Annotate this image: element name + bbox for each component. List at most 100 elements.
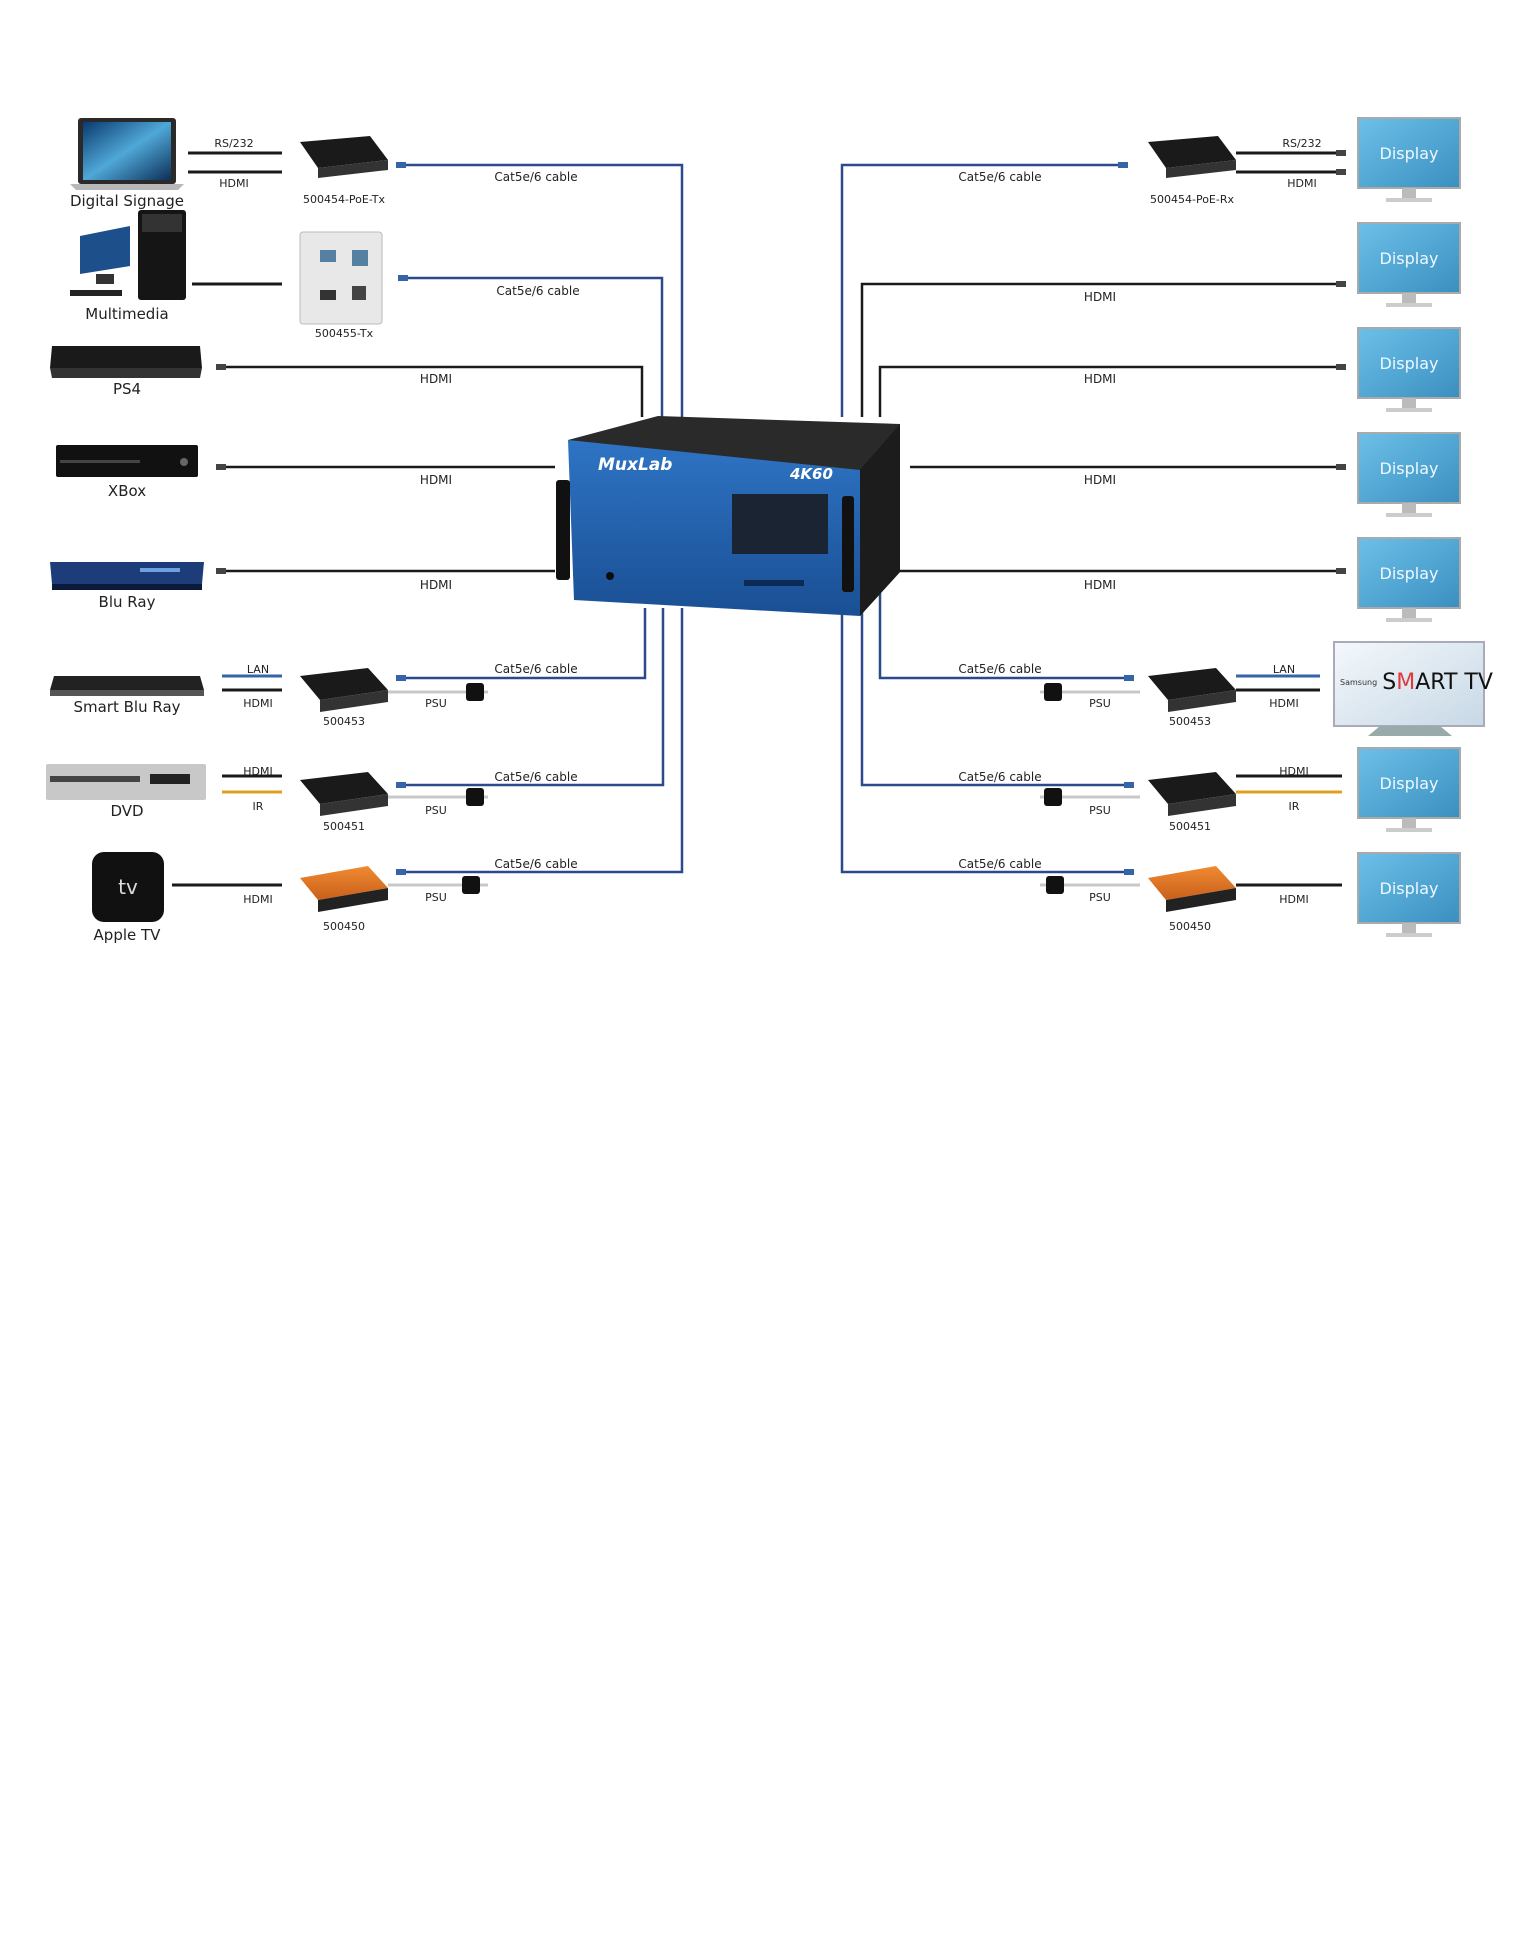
psu-label-left-2: PSU xyxy=(425,804,447,817)
display-4-label: Display xyxy=(1379,459,1439,478)
psu-label-right-2: PSU xyxy=(1089,804,1111,817)
apple-tv-icon: tv xyxy=(92,852,164,922)
cat-cable-r4 xyxy=(840,608,1128,874)
hdmi-label-right-5: HDMI xyxy=(1083,578,1117,592)
psu-brick xyxy=(462,876,480,894)
model-500451-tx-label: 500451 xyxy=(323,820,365,833)
hdmi-label-right-4: HDMI xyxy=(1083,473,1117,487)
display-5-icon xyxy=(1357,537,1461,622)
hdmi-label-right-2: HDMI xyxy=(1083,290,1117,304)
psu-brick xyxy=(466,683,484,701)
wallplate-500455-tx-icon xyxy=(299,231,383,325)
cat-label-left-4: Cat5e/6 cable xyxy=(494,770,578,784)
source-smart-bluray-label: Smart Blu Ray xyxy=(73,698,181,716)
model-500450-rx-label: 500450 xyxy=(1169,920,1211,933)
smart-bluray-player-icon xyxy=(50,676,204,696)
hdmi-label-right-smart: HDMI xyxy=(1269,697,1299,710)
model-500450-tx-label: 500450 xyxy=(323,920,365,933)
cat-label-left-1: Cat5e/6 cable xyxy=(494,170,578,184)
xbox-icon xyxy=(56,445,198,477)
ir-label-left: IR xyxy=(252,800,264,813)
source-bluray-label: Blu Ray xyxy=(98,593,156,611)
cat-label-left-5: Cat5e/6 cable xyxy=(494,857,578,871)
model-500454-tx-label: 500454-PoE-Tx xyxy=(302,193,386,206)
display-6-icon xyxy=(1357,747,1461,832)
display-7-label: Display xyxy=(1379,879,1439,898)
extender-500453-tx-icon xyxy=(300,668,388,712)
psu-label-left-1: PSU xyxy=(425,697,447,710)
display-7-icon xyxy=(1357,852,1461,937)
display-3-icon xyxy=(1357,327,1461,412)
extender-500450-rx-icon xyxy=(1148,866,1236,912)
cat-cable-r3 xyxy=(860,600,1128,787)
display-2-icon xyxy=(1357,222,1461,307)
cat-cable-l1 xyxy=(402,163,684,417)
cat-label-right-2: Cat5e/6 cable xyxy=(958,662,1042,676)
matrix-switch-icon xyxy=(556,416,900,616)
svg-text:tv: tv xyxy=(118,875,138,899)
cat-cables-left xyxy=(402,163,684,874)
smart-tv-icon xyxy=(1333,641,1485,736)
display-5-label: Display xyxy=(1379,564,1439,583)
source-xbox-label: XBox xyxy=(107,482,147,500)
lan-label-right: LAN xyxy=(1272,663,1296,676)
display-1-icon xyxy=(1357,117,1461,202)
model-500455-tx-label: 500455-Tx xyxy=(314,327,374,340)
hdmi-label-left-appletv: HDMI xyxy=(243,893,273,906)
hdmi-label-right-3: HDMI xyxy=(1083,372,1117,386)
source-dvd-label: DVD xyxy=(110,802,144,820)
hdmi-label-left-signage: HDMI xyxy=(219,177,249,190)
short-cables-right xyxy=(1040,151,1342,887)
cat-label-right-1: Cat5e/6 cable xyxy=(958,170,1042,184)
lan-label-left: LAN xyxy=(246,663,270,676)
hdmi-label-left-dvd: HDMI xyxy=(243,765,273,778)
cat-cable-l5 xyxy=(402,608,684,874)
hdmi-label-left-xbox: HDMI xyxy=(419,473,453,487)
laptop-icon xyxy=(70,118,184,190)
extender-500454-tx-icon xyxy=(300,136,388,178)
short-cables-left xyxy=(172,151,488,887)
cat-label-right-3: Cat5e/6 cable xyxy=(958,770,1042,784)
ps4-icon xyxy=(50,346,202,378)
hdmi-label-left-ps4: HDMI xyxy=(419,372,453,386)
psu-label-left-3: PSU xyxy=(425,891,447,904)
extender-500453-rx-icon xyxy=(1148,668,1236,712)
hdmi-cables-left xyxy=(222,365,644,573)
switch-4k60-badge: 4K60 xyxy=(790,465,833,483)
display-3-label: Display xyxy=(1379,354,1439,373)
hdmi-label-left-bluray: HDMI xyxy=(419,578,453,592)
extender-500454-rx-icon xyxy=(1148,136,1236,178)
cat-cable-r2 xyxy=(878,590,1128,680)
hdmi-cable-ps4 xyxy=(222,365,644,417)
cat-cable-l3 xyxy=(402,608,647,680)
psu-brick xyxy=(466,788,484,806)
smart-tv-rest: ART TV xyxy=(1415,670,1493,695)
extender-500451-tx-icon xyxy=(300,772,388,816)
psu-brick xyxy=(1044,683,1062,701)
bluray-player-icon xyxy=(50,562,204,590)
hdmi-label-right-appletv: HDMI xyxy=(1279,893,1309,906)
source-apple-tv-label: Apple TV xyxy=(93,926,161,944)
cable-connectors xyxy=(216,150,1346,875)
cat-cable-l4 xyxy=(402,608,665,787)
ir-label-right: IR xyxy=(1288,800,1300,813)
cat-cable-l2 xyxy=(404,276,664,417)
dvd-player-icon xyxy=(46,764,206,800)
model-500454-rx-label: 500454-PoE-Rx xyxy=(1149,193,1235,206)
rs232-label-right: RS/232 xyxy=(1282,137,1322,150)
psu-label-right-1: PSU xyxy=(1089,697,1111,710)
display-6-label: Display xyxy=(1379,774,1439,793)
model-500451-rx-label: 500451 xyxy=(1169,820,1211,833)
display-monitors xyxy=(1333,117,1485,937)
cat-label-right-4: Cat5e/6 cable xyxy=(958,857,1042,871)
extender-500451-rx-icon xyxy=(1148,772,1236,816)
psu-label-right-3: PSU xyxy=(1089,891,1111,904)
psu-brick xyxy=(1044,788,1062,806)
hdmi-cable-r-display3 xyxy=(878,365,1342,417)
cat-cable-r1 xyxy=(840,163,1122,417)
cat-label-left-3: Cat5e/6 cable xyxy=(494,662,578,676)
hdmi-cables-right xyxy=(860,282,1342,573)
hdmi-label-right-1: HDMI xyxy=(1287,177,1317,190)
smart-tv-s: S xyxy=(1382,670,1397,695)
smart-tv-m: M xyxy=(1396,670,1416,695)
